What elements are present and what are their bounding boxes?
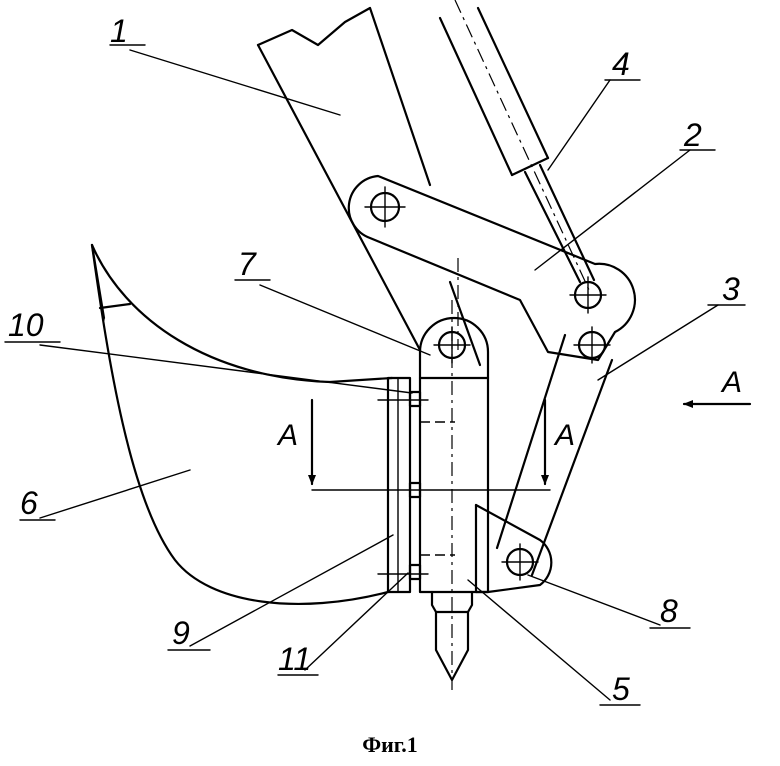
label-5: 5 — [612, 671, 630, 707]
label-9: 9 — [172, 615, 190, 651]
label-1: 1 — [110, 13, 128, 49]
view-letter: A — [720, 366, 742, 399]
label-10: 10 — [8, 307, 44, 343]
section-letter-left: A — [276, 419, 298, 452]
label-4: 4 — [612, 46, 630, 82]
bracket — [474, 503, 553, 594]
chisel-tool — [430, 590, 474, 682]
leader-lines — [4, 44, 746, 706]
label-11: 11 — [278, 641, 311, 677]
link-rod — [495, 333, 614, 577]
label-6: 6 — [20, 485, 38, 521]
bucket — [90, 243, 394, 605]
hammer-housing — [418, 300, 490, 690]
section-line — [308, 398, 752, 491]
boom-arm — [256, 6, 482, 367]
figure-caption: Фиг.1 — [362, 732, 418, 757]
link-plate — [347, 174, 636, 364]
hydraulic-cylinder — [438, 0, 596, 293]
label-8: 8 — [660, 593, 678, 629]
section-letter-right: A — [553, 419, 575, 452]
label-3: 3 — [722, 271, 740, 307]
label-2: 2 — [683, 117, 702, 153]
label-7: 7 — [238, 246, 257, 282]
